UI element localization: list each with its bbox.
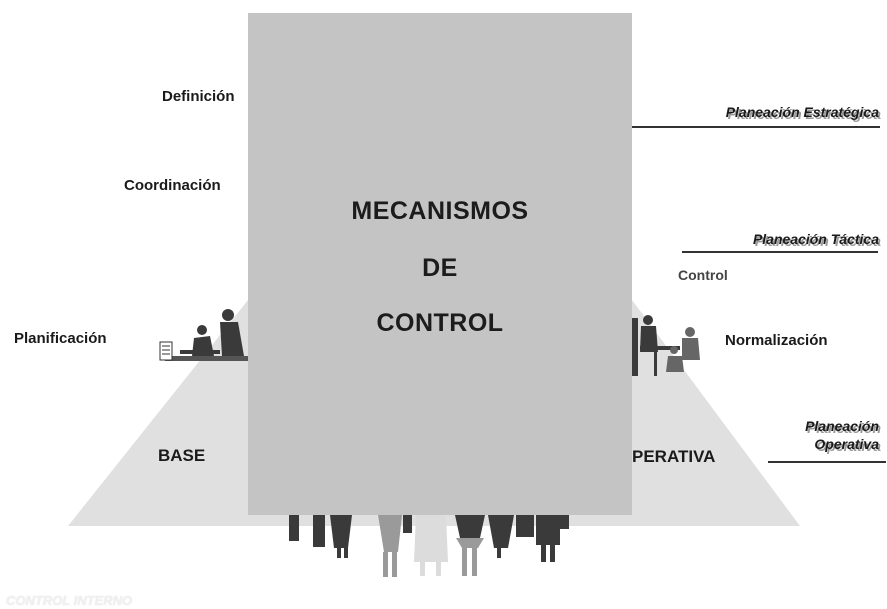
watermark-control-interno: CONTROL INTERNO	[6, 593, 133, 608]
divider-tactica	[682, 251, 878, 253]
label-definicion: Definición	[162, 88, 235, 105]
pyramid-label-operativa: PERATIVA	[632, 447, 716, 466]
label-planeacion-operativa-1: Planeación	[805, 418, 879, 434]
label-planeacion-tactica: Planeación Táctica	[752, 231, 879, 247]
mecanismos-box: MECANISMOS DE CONTROL	[248, 13, 632, 515]
arrow-icon	[228, 234, 250, 306]
box-line-control: CONTROL	[376, 309, 504, 337]
pyramid-label-base: BASE	[158, 446, 206, 465]
meeting-table-icon	[632, 315, 700, 376]
office-workers-icon	[159, 309, 244, 361]
divider-estrategica	[632, 126, 880, 128]
divider-operativa	[768, 461, 886, 463]
people-crowd-icon	[289, 515, 569, 577]
label-planeacion-operativa-2: Operativa	[814, 436, 879, 452]
label-planificacion: Planificación	[14, 330, 107, 347]
left-ledge	[165, 356, 250, 361]
label-control: Control	[678, 267, 728, 283]
label-planeacion-estrategica: Planeación Estratégica	[725, 104, 879, 120]
box-line-de: DE	[422, 254, 458, 282]
box-line-mecanismos: MECANISMOS	[351, 197, 529, 225]
label-normalizacion: Normalización	[725, 332, 828, 349]
label-coordinacion: Coordinación	[124, 177, 221, 194]
